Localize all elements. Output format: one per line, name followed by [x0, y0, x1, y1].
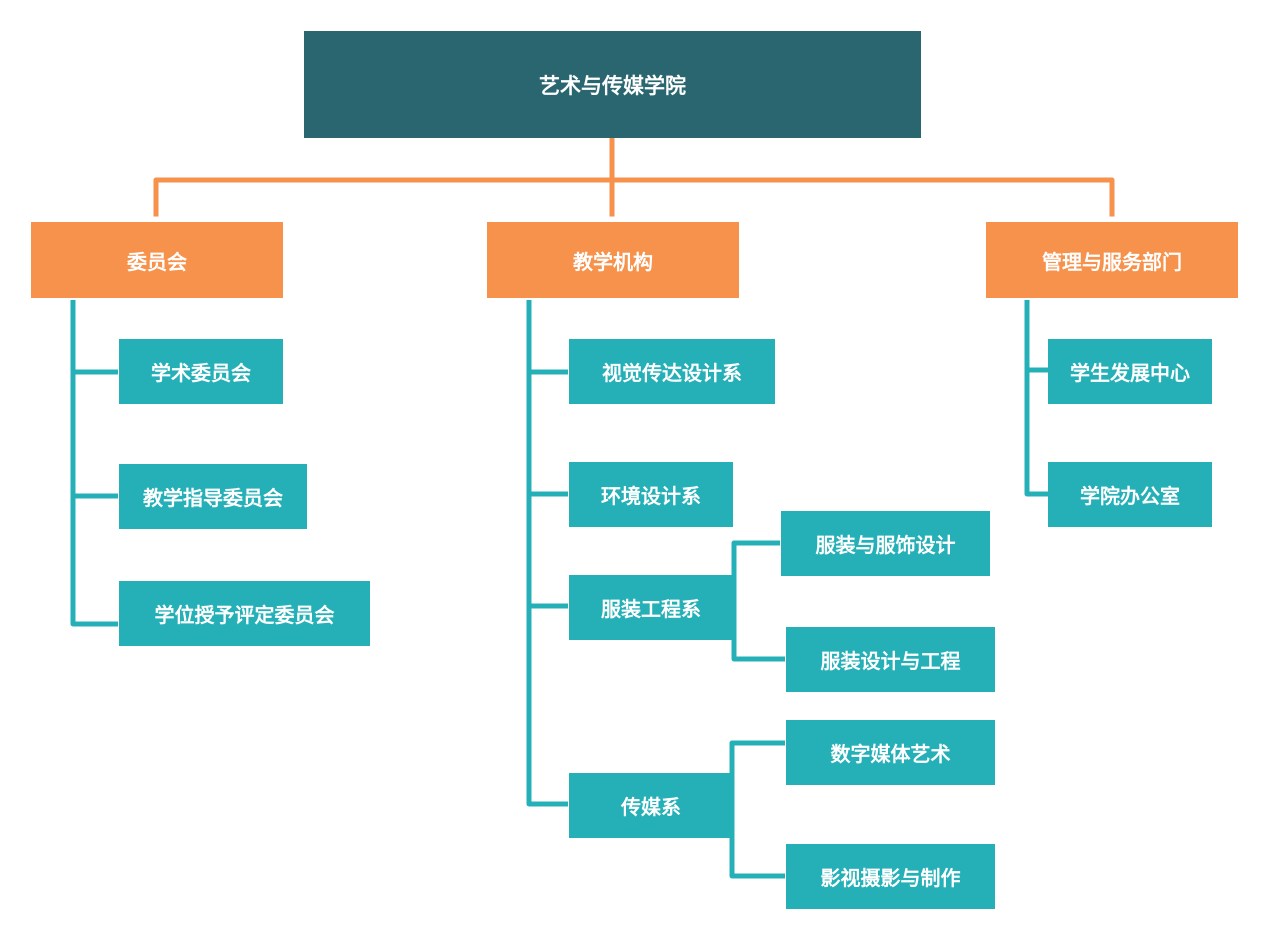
management-spine-line: [1024, 300, 1048, 497]
root-branch-line: [153, 177, 1115, 217]
unit-digital-media-art: 数字媒体艺术: [786, 720, 995, 785]
committee-connectors: [70, 300, 118, 627]
unit-fashion-engineering: 服装工程系: [569, 575, 733, 640]
root-node: 艺术与传媒学院: [304, 31, 921, 138]
teaching-connectors: [526, 300, 785, 879]
unit-environment-design: 环境设计系: [569, 462, 733, 527]
unit-teaching-guidance-committee: 教学指导委员会: [119, 464, 307, 529]
unit-student-development-center: 学生发展中心: [1048, 339, 1212, 404]
teaching-spine-line: [526, 300, 568, 807]
management-connectors: [1024, 300, 1048, 497]
unit-degree-committee: 学位授予评定委员会: [119, 581, 370, 646]
unit-visual-communication: 视觉传达设计系: [569, 339, 775, 404]
root-connectors: [153, 137, 1115, 217]
unit-media: 传媒系: [569, 773, 733, 838]
category-committees: 委员会: [31, 222, 283, 298]
unit-fashion-design-engineering: 服装设计与工程: [786, 627, 995, 692]
unit-college-office: 学院办公室: [1048, 462, 1212, 527]
unit-academic-committee: 学术委员会: [119, 339, 283, 404]
category-teaching: 教学机构: [487, 222, 739, 298]
unit-film-photography: 影视摄影与制作: [786, 844, 995, 909]
category-management: 管理与服务部门: [986, 222, 1238, 298]
unit-fashion-apparel-design: 服装与服饰设计: [781, 511, 990, 576]
fashion-branch-line: [731, 540, 785, 662]
committee-spine-line: [70, 300, 118, 627]
media-branch-line: [729, 740, 785, 879]
